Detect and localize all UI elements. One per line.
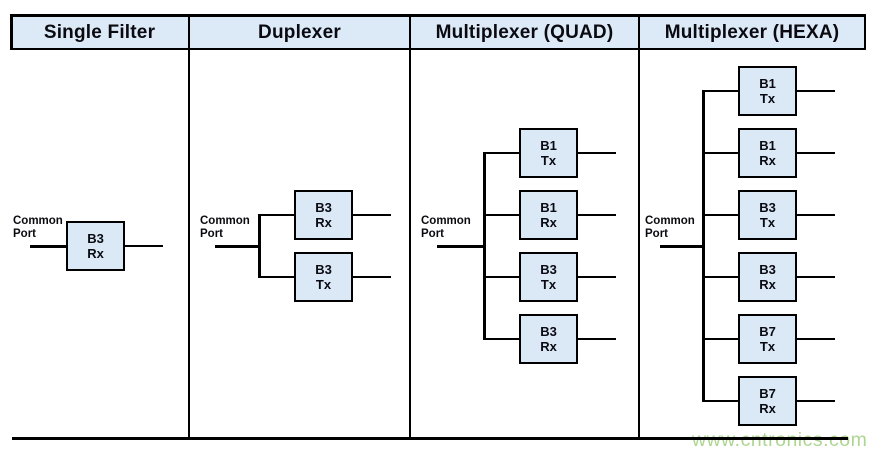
- filter-path-label: Rx: [540, 215, 557, 230]
- column-header: Multiplexer (HEXA): [664, 22, 840, 43]
- filter-path-label: Tx: [759, 215, 776, 230]
- branch-line: [258, 213, 296, 217]
- output-port-line: [797, 151, 835, 155]
- column-header: Single Filter: [43, 22, 156, 43]
- branch-line: [483, 213, 521, 217]
- filter-band-label: B7: [759, 323, 776, 339]
- common-port-line: [660, 245, 705, 248]
- filter-band-label: B3: [315, 261, 332, 277]
- output-port-line: [353, 275, 391, 279]
- branch-line: [483, 337, 521, 341]
- filter-band-label: B3: [315, 199, 332, 215]
- common-port-line: [215, 245, 261, 248]
- filter-path-label: Tx: [759, 91, 776, 106]
- branch-line: [702, 151, 740, 155]
- branch-line: [483, 151, 521, 155]
- common-port-label: Common Port: [13, 215, 63, 240]
- column-separator: [408, 14, 411, 440]
- output-port-line: [797, 337, 835, 341]
- common-port-line: [437, 245, 486, 248]
- watermark: www.cntronics.com: [692, 429, 868, 451]
- filter-band-label: B3: [540, 323, 557, 339]
- filter-path-label: Rx: [87, 246, 104, 261]
- filter-path-label: Rx: [540, 339, 557, 354]
- output-port-line: [578, 213, 616, 217]
- table-bottom-border: [12, 437, 848, 440]
- bus-line: [483, 151, 486, 341]
- filter-path-label: Rx: [759, 277, 776, 292]
- header-bottom-border: [10, 47, 866, 50]
- bus-line: [258, 213, 261, 279]
- table-top-border: [10, 14, 866, 17]
- branch-line: [702, 89, 740, 93]
- output-port-line: [797, 275, 835, 279]
- branch-line: [258, 275, 296, 279]
- branch-line: [702, 337, 740, 341]
- header-fill: [11, 15, 864, 48]
- common-port-line: [30, 245, 68, 248]
- column-separator: [637, 14, 640, 440]
- filter-band-label: B1: [540, 137, 557, 153]
- branch-line: [702, 275, 740, 279]
- output-port-line: [797, 399, 835, 403]
- filter-path-label: Rx: [759, 153, 776, 168]
- filter-band-label: B3: [759, 261, 776, 277]
- bus-line: [702, 89, 705, 403]
- filter-band-label: B7: [759, 385, 776, 401]
- output-port-line: [797, 89, 835, 93]
- filter-path-label: Tx: [315, 277, 332, 292]
- filter-band-label: B3: [759, 199, 776, 215]
- branch-line: [702, 399, 740, 403]
- filter-band-label: B3: [87, 230, 104, 246]
- output-port-line: [125, 244, 163, 248]
- filter-path-label: Rx: [315, 215, 332, 230]
- common-port-label: Common Port: [421, 215, 471, 240]
- column-separator: [187, 14, 190, 440]
- output-port-line: [797, 213, 835, 217]
- table-right-border: [863, 14, 866, 50]
- column-header: Duplexer: [258, 22, 341, 43]
- filter-path-label: Tx: [540, 153, 557, 168]
- branch-line: [483, 275, 521, 279]
- filter-band-label: B1: [540, 199, 557, 215]
- filter-path-label: Rx: [759, 401, 776, 416]
- filter-band-label: B1: [759, 137, 776, 153]
- branch-line: [702, 213, 740, 217]
- output-port-line: [353, 213, 391, 217]
- output-port-line: [578, 275, 616, 279]
- common-port-label: Common Port: [645, 215, 695, 240]
- filter-path-label: Tx: [759, 339, 776, 354]
- common-port-label: Common Port: [200, 215, 250, 240]
- filter-band-label: B1: [759, 75, 776, 91]
- output-port-line: [578, 151, 616, 155]
- output-port-line: [578, 337, 616, 341]
- filter-path-label: Tx: [540, 277, 557, 292]
- filter-band-label: B3: [540, 261, 557, 277]
- table-left-border: [10, 14, 13, 50]
- column-header: Multiplexer (QUAD): [435, 22, 614, 43]
